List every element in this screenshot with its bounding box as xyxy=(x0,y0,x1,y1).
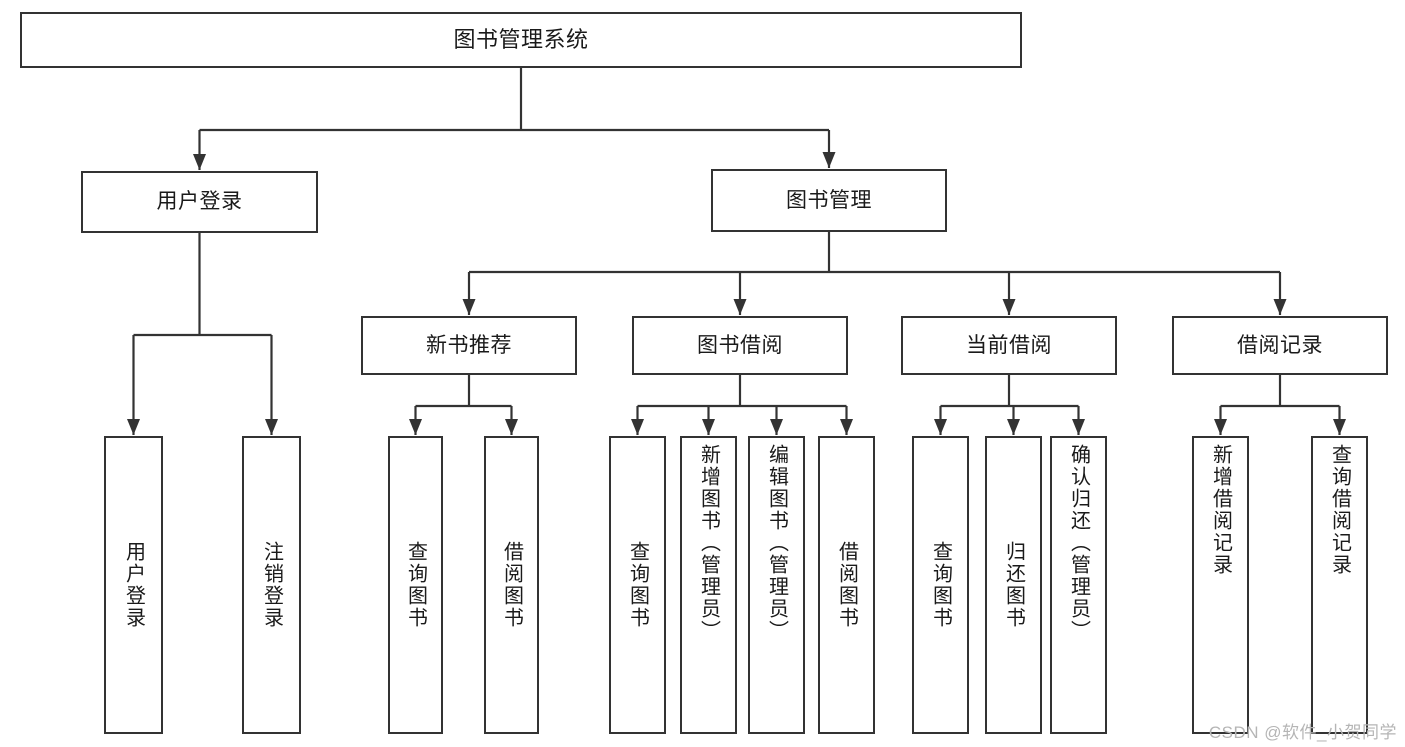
arrow-head-icon xyxy=(1333,419,1346,435)
arrow-head-icon xyxy=(505,419,518,435)
arrow-head-icon xyxy=(1002,299,1016,315)
node-label: 确认归还（管理员） xyxy=(1067,444,1090,642)
node-b_edit[interactable]: 编辑图书（管理员） xyxy=(748,436,805,734)
arrow-head-icon xyxy=(462,299,476,315)
node-label: 查询图书 xyxy=(626,541,649,629)
arrow-head-icon xyxy=(265,419,278,435)
node-l_login[interactable]: 用户登录 xyxy=(104,436,163,734)
node-root[interactable]: 图书管理系统 xyxy=(20,12,1022,68)
arrow-head-icon xyxy=(1214,419,1227,435)
node-label: 编辑图书（管理员） xyxy=(765,444,788,642)
arrow-head-icon xyxy=(1007,419,1020,435)
node-label: 借阅记录 xyxy=(1237,333,1323,357)
node-label: 查询图书 xyxy=(404,541,427,629)
node-current[interactable]: 当前借阅 xyxy=(901,316,1117,375)
node-n_borrow[interactable]: 借阅图书 xyxy=(484,436,539,734)
arrow-head-icon xyxy=(702,419,715,435)
arrow-head-icon xyxy=(770,419,783,435)
node-bookmgmt[interactable]: 图书管理 xyxy=(711,169,947,232)
arrow-head-icon xyxy=(631,419,644,435)
watermark-label: CSDN @软件_小贺同学 xyxy=(1208,723,1397,742)
node-label: 当前借阅 xyxy=(966,333,1052,357)
node-b_query[interactable]: 查询图书 xyxy=(609,436,666,734)
arrow-head-icon xyxy=(822,152,836,168)
node-label: 新书推荐 xyxy=(426,333,512,357)
node-c_query[interactable]: 查询图书 xyxy=(912,436,969,734)
node-r_query[interactable]: 查询借阅记录 xyxy=(1311,436,1368,734)
arrow-head-icon xyxy=(733,299,747,315)
node-label: 图书管理系统 xyxy=(453,26,589,52)
node-label: 查询借阅记录 xyxy=(1328,444,1351,576)
node-b_lend[interactable]: 借阅图书 xyxy=(818,436,875,734)
arrow-head-icon xyxy=(127,419,140,435)
node-label: 用户登录 xyxy=(122,541,145,629)
node-newbook[interactable]: 新书推荐 xyxy=(361,316,577,375)
arrow-head-icon xyxy=(193,154,206,170)
node-records[interactable]: 借阅记录 xyxy=(1172,316,1388,375)
node-label: 图书管理 xyxy=(786,188,872,212)
node-b_add[interactable]: 新增图书（管理员） xyxy=(680,436,737,734)
node-label: 查询图书 xyxy=(929,541,952,629)
node-c_confirm[interactable]: 确认归还（管理员） xyxy=(1050,436,1107,734)
node-login[interactable]: 用户登录 xyxy=(81,171,318,233)
node-label: 借阅图书 xyxy=(835,541,858,629)
node-l_logout[interactable]: 注销登录 xyxy=(242,436,301,734)
node-label: 图书借阅 xyxy=(697,333,783,357)
node-label: 新增借阅记录 xyxy=(1209,444,1232,576)
arrow-head-icon xyxy=(1273,299,1287,315)
node-label: 用户登录 xyxy=(156,190,243,214)
arrow-head-icon xyxy=(409,419,422,435)
node-borrow[interactable]: 图书借阅 xyxy=(632,316,848,375)
node-label: 借阅图书 xyxy=(500,541,523,629)
node-label: 归还图书 xyxy=(1002,541,1025,629)
arrow-head-icon xyxy=(934,419,947,435)
node-r_add[interactable]: 新增借阅记录 xyxy=(1192,436,1249,734)
arrow-head-icon xyxy=(840,419,853,435)
arrow-head-icon xyxy=(1072,419,1085,435)
node-n_query[interactable]: 查询图书 xyxy=(388,436,443,734)
node-label: 注销登录 xyxy=(260,541,283,629)
node-label: 新增图书（管理员） xyxy=(697,444,720,642)
node-c_return[interactable]: 归还图书 xyxy=(985,436,1042,734)
